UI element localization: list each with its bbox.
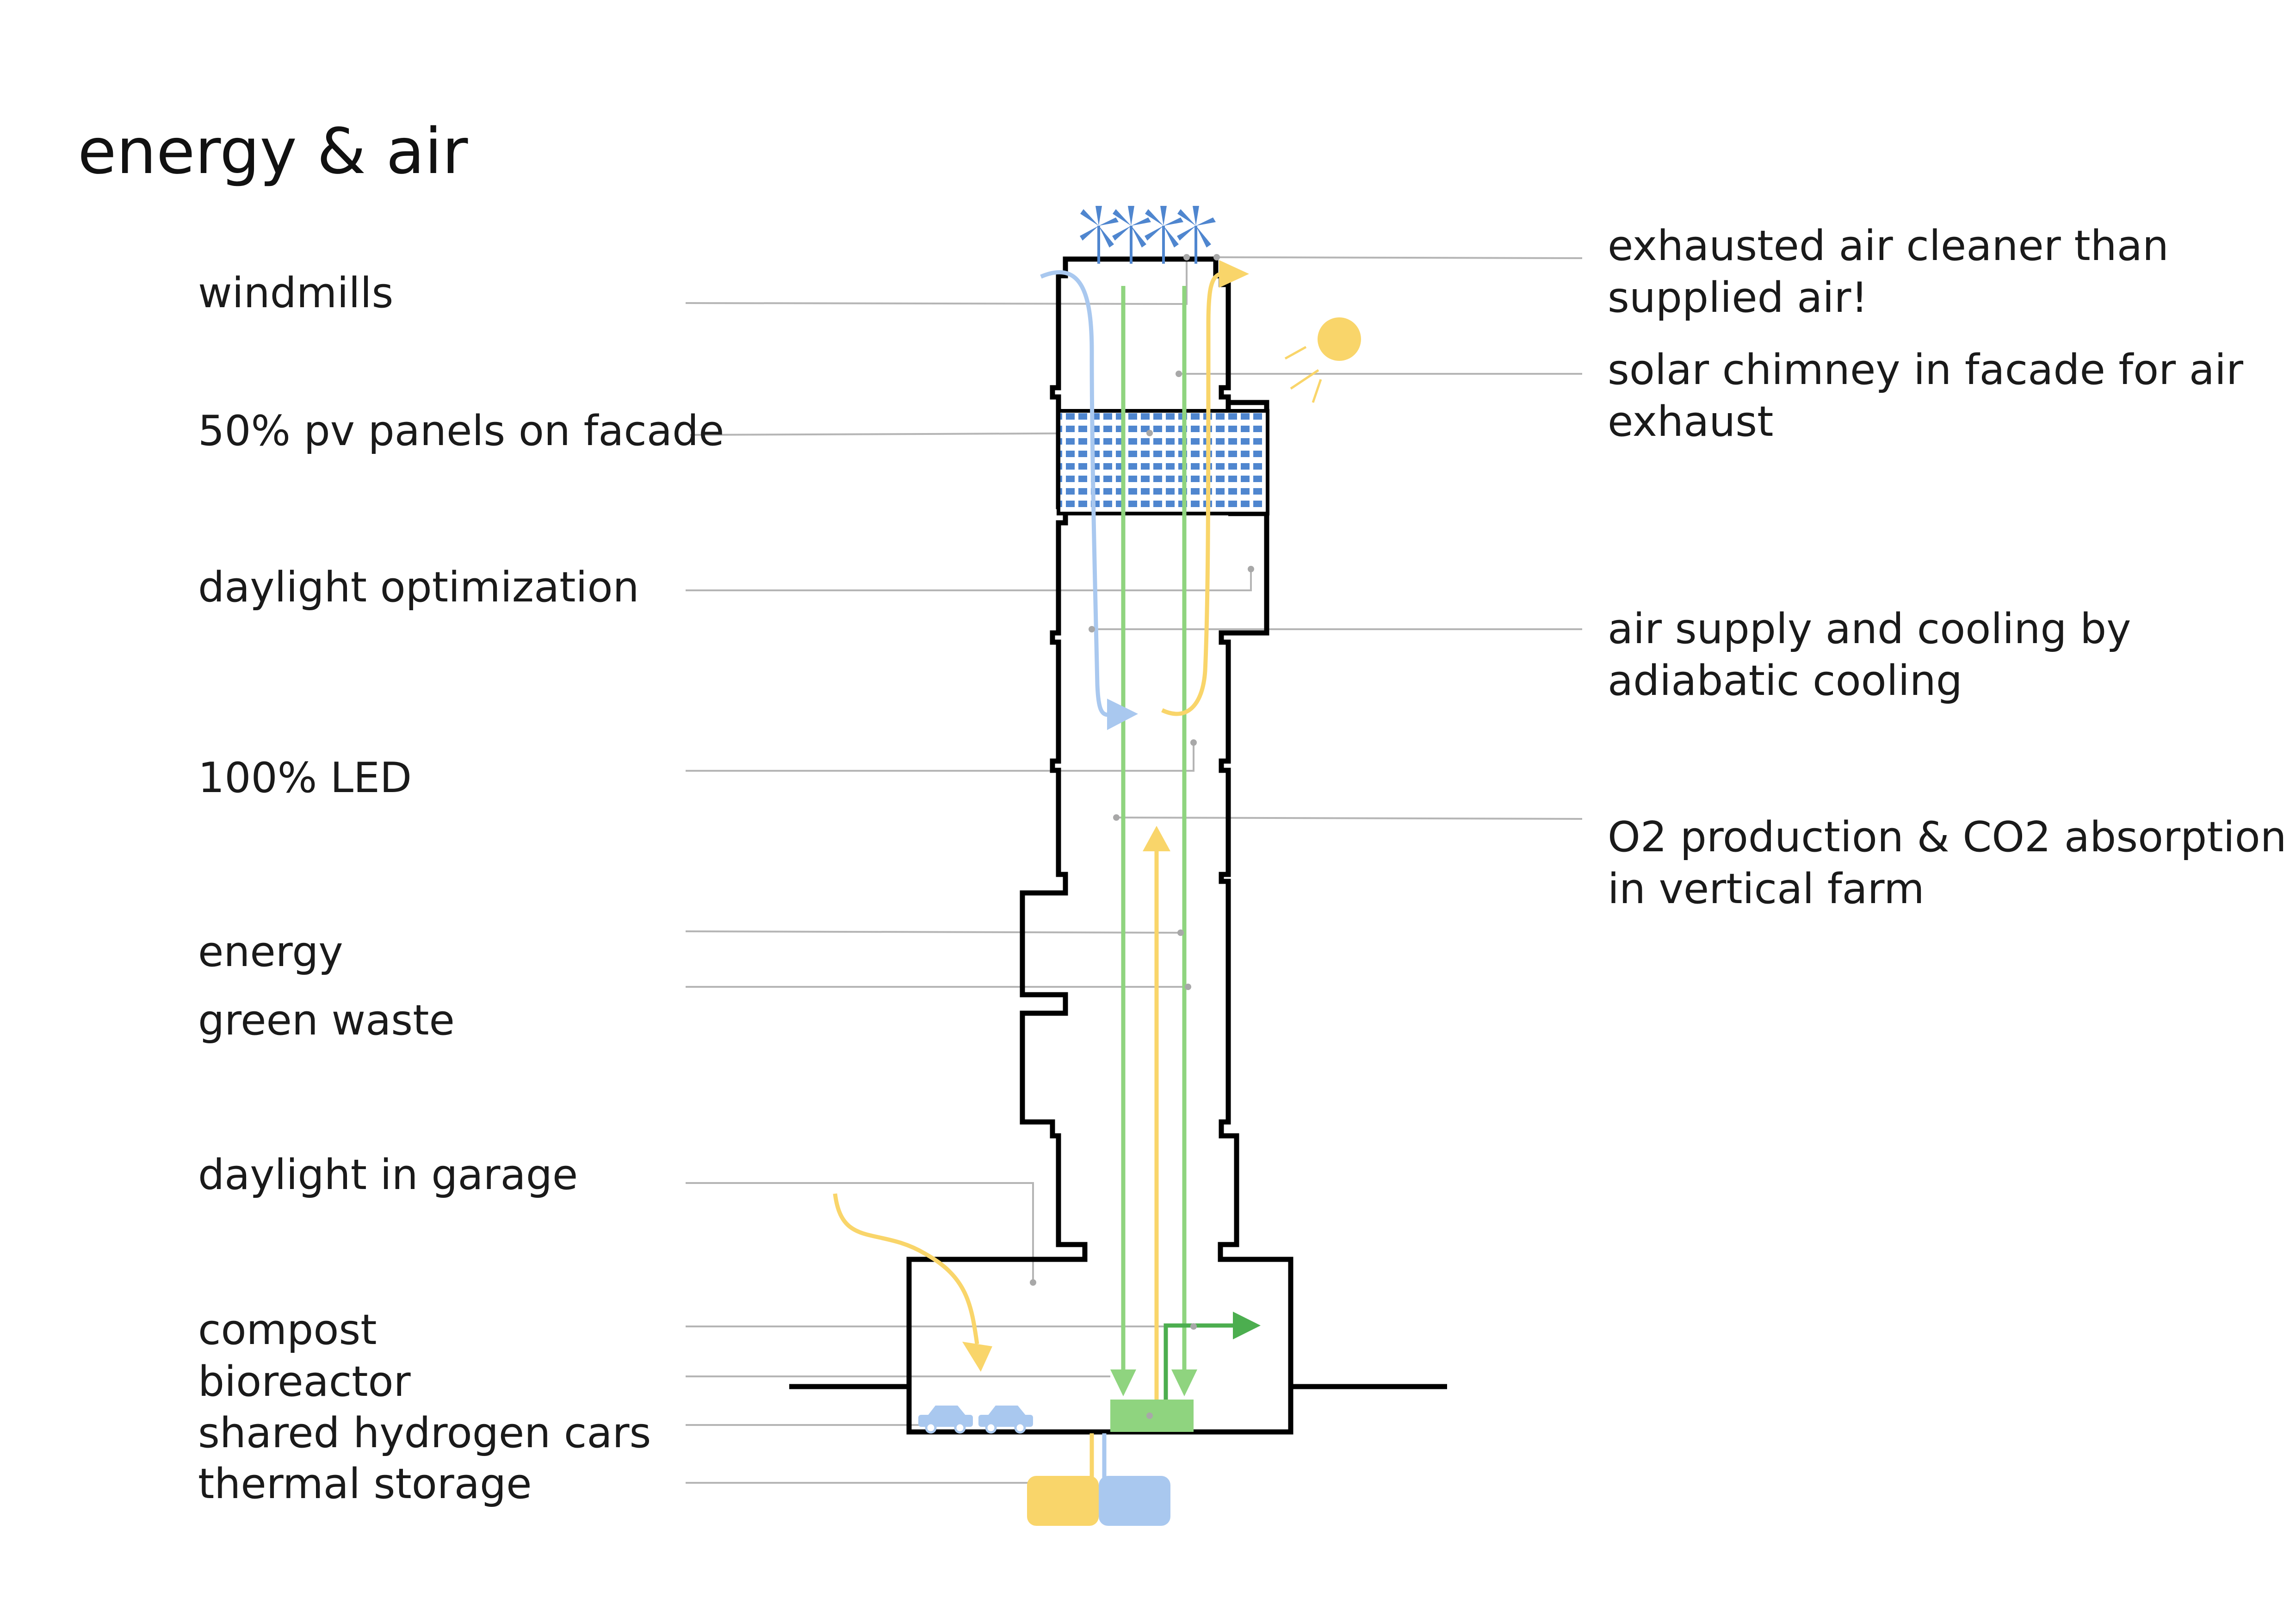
car-1 <box>918 1406 973 1434</box>
label-bioreactor: bioreactor <box>198 1357 411 1406</box>
label-energy: energy <box>198 928 343 976</box>
windmill-4 <box>1177 206 1216 264</box>
page-title: energy & air <box>78 115 468 188</box>
label-exhausted-air-line-1: exhausted air cleaner than <box>1608 222 2169 270</box>
leader-daylight-optimization <box>686 569 1252 591</box>
solar-chimney-airflow <box>1161 260 1249 716</box>
windmill-1 <box>1080 206 1119 264</box>
green-flows <box>1110 286 1197 1396</box>
label-air-supply-line-2: adiabatic cooling <box>1608 657 1962 705</box>
leader-lines-left <box>685 257 1252 1484</box>
label-thermal-storage: thermal storage <box>198 1460 532 1508</box>
label-windmills: windmills <box>198 269 393 317</box>
label-hydrogen-cars: shared hydrogen cars <box>198 1409 651 1457</box>
thermal-tank-icon <box>1027 1476 1170 1526</box>
garage-daylight-arrow <box>833 1193 992 1372</box>
leader-dots <box>1030 254 1254 1419</box>
label-daylight-garage: daylight in garage <box>198 1151 578 1199</box>
label-exhausted-air-line-2: supplied air! <box>1608 273 1868 322</box>
label-pv-panels: 50% pv panels on facade <box>198 407 724 455</box>
label-solar-chimney-line-1: solar chimney in facade for air <box>1608 346 2243 394</box>
sun-icon <box>1284 317 1361 403</box>
leader-led <box>686 743 1194 772</box>
label-solar-chimney-line-2: exhaust <box>1608 397 1773 446</box>
labels-left: windmills 50% pv panels on facade daylig… <box>198 269 724 1508</box>
car-icon <box>918 1406 1033 1434</box>
label-air-supply-line-1: air supply and cooling by <box>1608 605 2131 653</box>
label-daylight-optimization: daylight optimization <box>198 563 639 612</box>
label-green-waste: green waste <box>198 996 455 1045</box>
leader-lines-right <box>1092 256 1583 820</box>
supply-airflow <box>1040 270 1138 730</box>
yellow-energy-arrow <box>1089 826 1170 1481</box>
leader-exhausted-air <box>1216 256 1583 259</box>
label-o2-production-line-2: in vertical farm <box>1608 865 1925 913</box>
leader-o2-production <box>1116 817 1583 820</box>
leader-energy <box>685 930 1181 934</box>
label-led: 100% LED <box>198 754 412 802</box>
leader-windmills <box>685 257 1188 305</box>
windmill-icon <box>1080 206 1216 264</box>
windmill-3 <box>1145 206 1183 264</box>
car-2 <box>978 1406 1033 1434</box>
labels-right: exhausted air cleaner than supplied air!… <box>1608 222 2287 913</box>
pv-panel-grid <box>1057 409 1269 515</box>
label-o2-production-line-1: O2 production & CO2 absorption <box>1608 813 2287 861</box>
label-compost: compost <box>198 1306 377 1354</box>
windmill-2 <box>1112 206 1151 264</box>
leader-daylight-garage <box>686 1182 1034 1282</box>
green-output-arrow <box>1163 1312 1261 1400</box>
